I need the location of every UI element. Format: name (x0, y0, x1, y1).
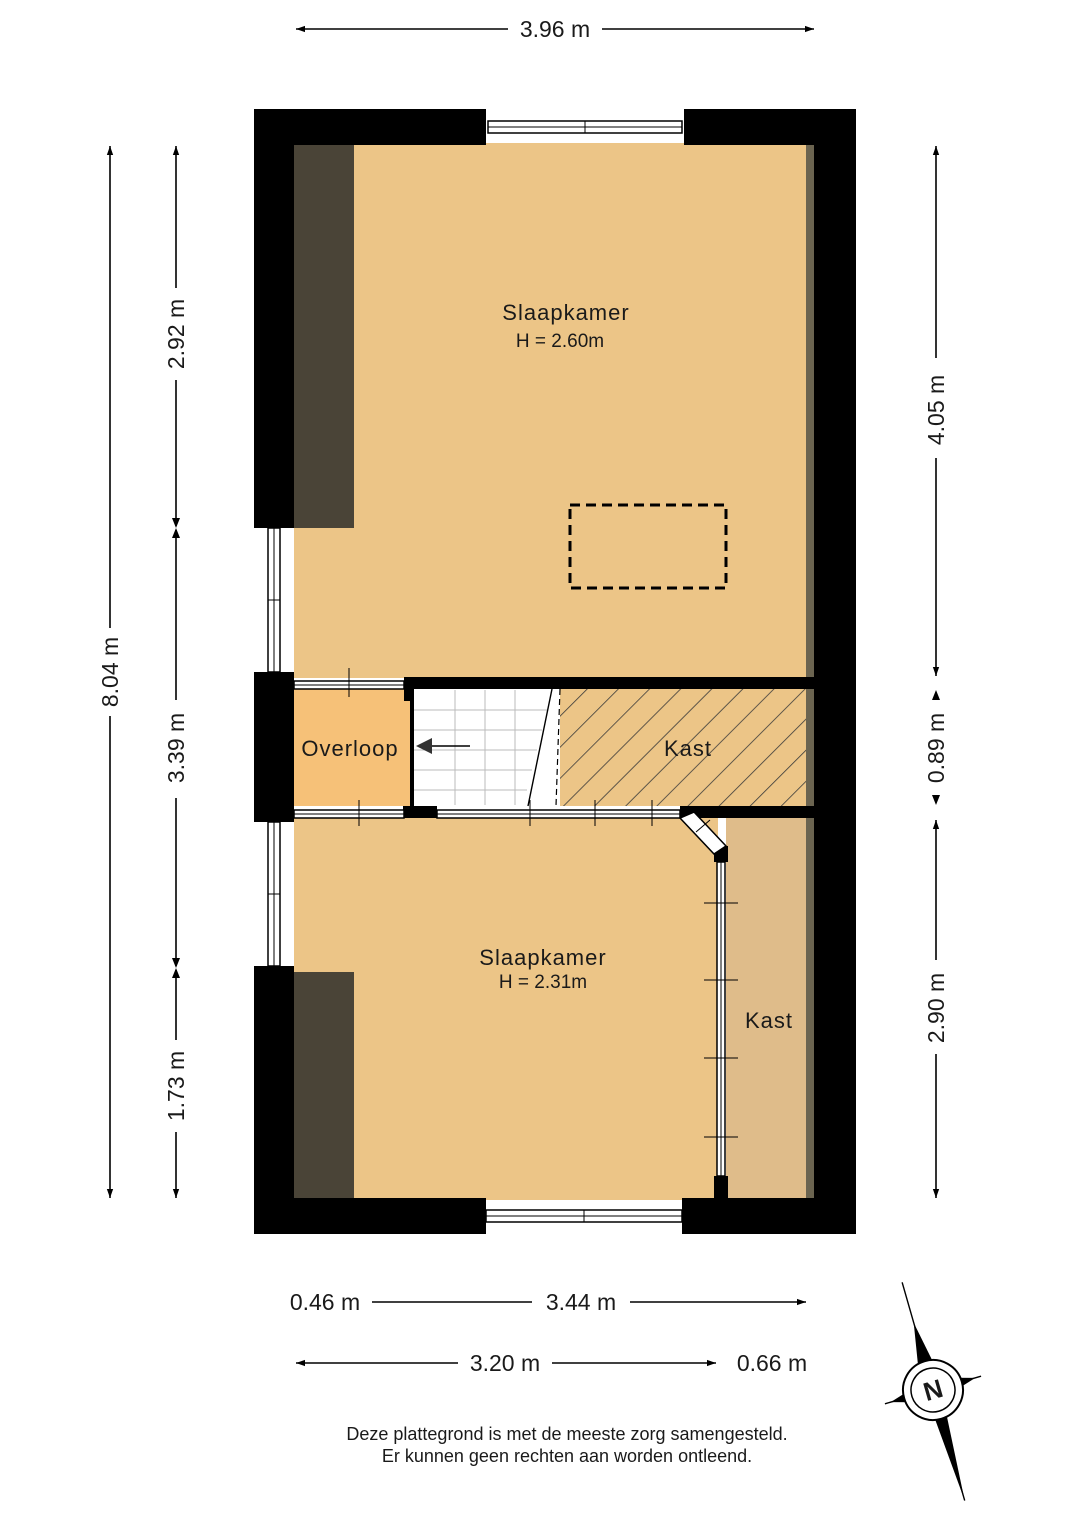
wall-left-3 (254, 966, 294, 1234)
floors (294, 143, 808, 1200)
room-label-bedroom-bottom: Slaapkamer (479, 945, 606, 970)
room-label-closet-middle: Kast (664, 736, 712, 761)
wall-right (814, 109, 856, 1234)
partitions (293, 668, 738, 1177)
wall-stair-side (410, 689, 414, 806)
roof-hatch (568, 503, 728, 590)
wall-closet-bottom-stub (714, 1176, 728, 1200)
wall-landing-stub (404, 677, 412, 701)
wall-left-2 (254, 672, 294, 822)
room-labels: Slaapkamer H = 2.60m Overloop Kast Slaap… (301, 300, 793, 1033)
stairs (414, 688, 561, 807)
disclaimer-line-2: Er kunnen geen rechten aan worden ontlee… (382, 1446, 752, 1466)
sloped-ceilings (294, 143, 816, 1200)
sloped-ceiling-bottom (294, 972, 354, 1200)
room-height-bedroom-bottom: H = 2.31m (499, 972, 587, 993)
wall-interior-upper (404, 677, 814, 689)
closet-middle-floor (560, 689, 808, 806)
dim-bottom-row1-a: 0.46 m (290, 1289, 360, 1315)
wall-left-1 (254, 109, 294, 528)
dim-bottom-row2-a: 3.20 m (470, 1350, 540, 1376)
dim-right-seg-3: 2.90 m (923, 973, 949, 1043)
dim-bottom-row2-b: 0.66 m (737, 1350, 807, 1376)
sloped-ceiling-top (294, 143, 354, 528)
dim-top-width: 3.96 m (520, 16, 590, 42)
disclaimer-line-1: Deze plattegrond is met de meeste zorg s… (346, 1424, 787, 1444)
dim-left-seg-3: 1.73 m (163, 1051, 189, 1121)
right-wall-lining (806, 143, 816, 1200)
wall-interior-lower-a (403, 806, 437, 818)
dim-left-total: 8.04 m (97, 637, 123, 707)
dim-left-seg-2: 3.39 m (163, 713, 189, 783)
room-height-bedroom-top: H = 2.60m (516, 331, 604, 352)
dim-left-seg-1: 2.92 m (163, 299, 189, 369)
bedroom-bottom-floor (294, 818, 718, 1200)
room-label-closet-side: Kast (745, 1008, 793, 1033)
bedroom-top-floor (294, 143, 808, 678)
windows (267, 120, 683, 1223)
dim-right-seg-1: 4.05 m (923, 375, 949, 445)
dim-bottom-row1-b: 3.44 m (546, 1289, 616, 1315)
compass-icon: N (884, 1282, 982, 1501)
wall-interior-lower-b (680, 806, 814, 818)
room-label-bedroom-top: Slaapkamer (502, 300, 629, 325)
room-label-landing: Overloop (301, 736, 398, 761)
stair-arrow-icon (416, 738, 432, 754)
dim-right-seg-2: 0.89 m (923, 713, 949, 783)
walls (254, 109, 856, 1234)
landing-floor (294, 689, 410, 806)
closet-side-floor (726, 818, 808, 1200)
dimensions: 3.96 m 8.04 m 2.92 m 3.39 m 1.73 m 4.05 … (97, 16, 949, 1376)
